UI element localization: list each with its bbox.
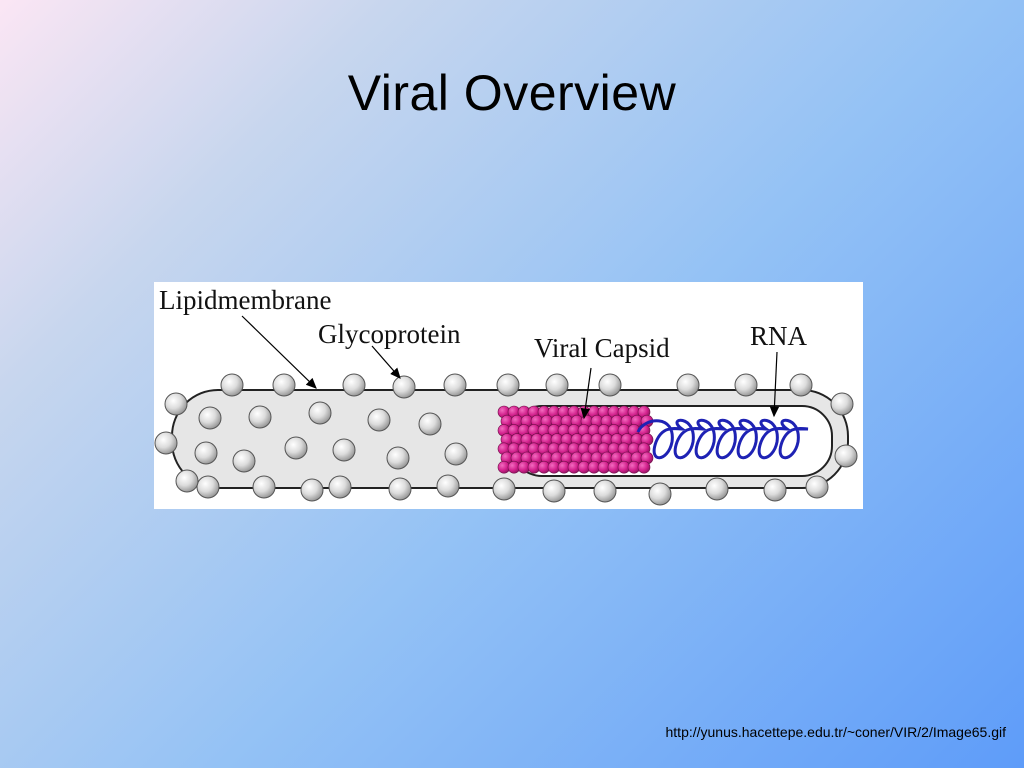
glycoprotein-sphere <box>493 478 515 500</box>
glycoprotein-sphere <box>309 402 331 424</box>
glycoprotein-sphere <box>677 374 699 396</box>
glycoprotein-sphere <box>249 406 271 428</box>
virus-diagram: Lipidmembrane Glycoprotein Viral Capsid … <box>154 282 863 509</box>
glycoprotein-sphere <box>706 478 728 500</box>
glycoprotein-sphere <box>199 407 221 429</box>
glycoprotein-sphere <box>393 376 415 398</box>
glycoprotein-sphere <box>387 447 409 469</box>
glycoprotein-sphere <box>343 374 365 396</box>
glycoprotein-sphere <box>437 475 459 497</box>
glycoprotein-sphere <box>195 442 217 464</box>
glycoprotein-sphere <box>735 374 757 396</box>
glycoprotein-sphere <box>594 480 616 502</box>
glycoprotein-sphere <box>221 374 243 396</box>
glycoprotein-sphere <box>197 476 219 498</box>
glycoprotein-sphere <box>543 480 565 502</box>
glycoprotein-sphere <box>253 476 275 498</box>
image-source-url: http://yunus.hacettepe.edu.tr/~coner/VIR… <box>666 724 1007 740</box>
glycoprotein-sphere <box>368 409 390 431</box>
glycoprotein-sphere <box>806 476 828 498</box>
glycoprotein-sphere <box>233 450 255 472</box>
glycoprotein-sphere <box>301 479 323 501</box>
glycoprotein-sphere <box>155 432 177 454</box>
glycoprotein-sphere <box>444 374 466 396</box>
glycoprotein-sphere <box>649 483 671 505</box>
capsid-bead <box>638 461 650 473</box>
glycoprotein-sphere <box>333 439 355 461</box>
glycoprotein-sphere <box>790 374 812 396</box>
glycoprotein-sphere <box>497 374 519 396</box>
glycoprotein-sphere <box>273 374 295 396</box>
glycoprotein-sphere <box>165 393 187 415</box>
label-glycoprotein: Glycoprotein <box>318 319 461 349</box>
glycoprotein-sphere <box>389 478 411 500</box>
glycoprotein-sphere <box>445 443 467 465</box>
glycoprotein-sphere <box>831 393 853 415</box>
glycoprotein-sphere <box>599 374 621 396</box>
label-lipidmembrane: Lipidmembrane <box>159 285 331 315</box>
label-rna: RNA <box>750 321 808 351</box>
slide-title: Viral Overview <box>0 64 1024 122</box>
glycoprotein-sphere <box>835 445 857 467</box>
glycoprotein-sphere <box>176 470 198 492</box>
glycoprotein-sphere <box>764 479 786 501</box>
glycoprotein-sphere <box>419 413 441 435</box>
glycoprotein-sphere <box>329 476 351 498</box>
label-viral-capsid: Viral Capsid <box>534 333 670 363</box>
glycoprotein-sphere <box>546 374 568 396</box>
viral-capsid <box>498 406 653 473</box>
glycoprotein-arrow <box>372 346 400 378</box>
glycoprotein-sphere <box>285 437 307 459</box>
